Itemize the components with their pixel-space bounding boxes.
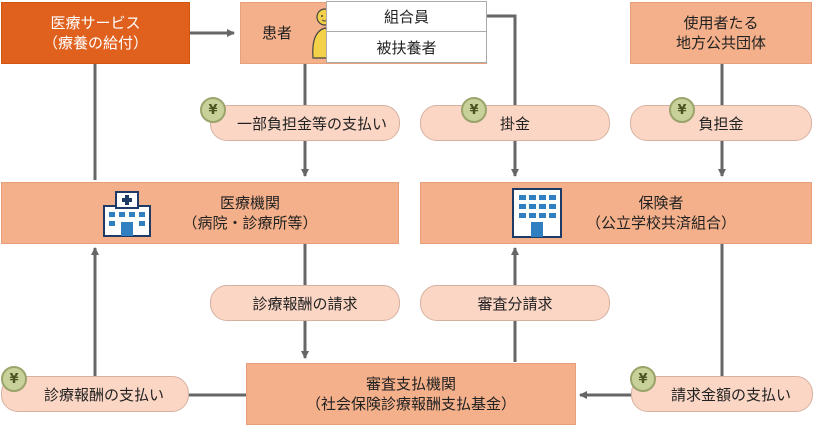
yen-coin-icon: ¥ <box>461 97 487 123</box>
medical-service-line1: 医療サービス <box>50 13 141 32</box>
hospital-line2: （病院・診療所等） <box>182 214 318 232</box>
insurer-box: 保険者 （公立学校共済組合） <box>420 182 812 244</box>
arrow-patient-to-insurer <box>487 14 519 177</box>
review-claim-pill: 審査分請求 <box>420 285 610 321</box>
patient-dependent-cell: 被扶養者 <box>326 31 487 63</box>
yen-coin-icon: ¥ <box>1 366 27 392</box>
burden-pill: 負担金 <box>630 105 812 141</box>
review-payment-line2: （社会保険診療報酬支払基金） <box>305 395 516 413</box>
premium-pill: 掛金 <box>420 105 610 141</box>
insurer-line2: （公立学校共済組合） <box>585 214 736 232</box>
hospital-box: 医療機関 （病院・診療所等） <box>1 182 399 244</box>
claim-pill: 診療報酬の請求 <box>210 285 400 321</box>
local-government-line1: 使用者たる <box>683 13 759 32</box>
billed-payment-pill: 請求金額の支払い <box>631 376 813 412</box>
hospital-line1: 医療機関 <box>219 193 280 212</box>
copay-payment-pill: 一部負担金等の支払い <box>210 105 400 141</box>
yen-coin-icon: ¥ <box>630 366 656 392</box>
review-payment-line1: 審査支払機関 <box>365 374 456 393</box>
patient-member-cell: 組合員 <box>326 1 487 32</box>
insurer-line1: 保険者 <box>638 193 684 212</box>
local-government-box: 使用者たる 地方公共団体 <box>630 2 812 64</box>
medical-service-box: 医療サービス （療養の給付） <box>1 2 190 64</box>
yen-coin-icon: ¥ <box>200 97 226 123</box>
arrow-review-to-hospital <box>91 247 246 397</box>
office-building-icon <box>512 188 562 238</box>
hospital-building-icon <box>103 191 151 237</box>
yen-coin-icon: ¥ <box>669 97 695 123</box>
local-government-line2: 地方公共団体 <box>675 34 766 52</box>
medical-service-line2: （療養の給付） <box>42 34 148 52</box>
patient-label: 患者 <box>262 24 293 42</box>
review-payment-box: 審査支払機関 （社会保険診療報酬支払基金） <box>246 363 576 425</box>
fee-payment-pill: 診療報酬の支払い <box>1 376 189 412</box>
